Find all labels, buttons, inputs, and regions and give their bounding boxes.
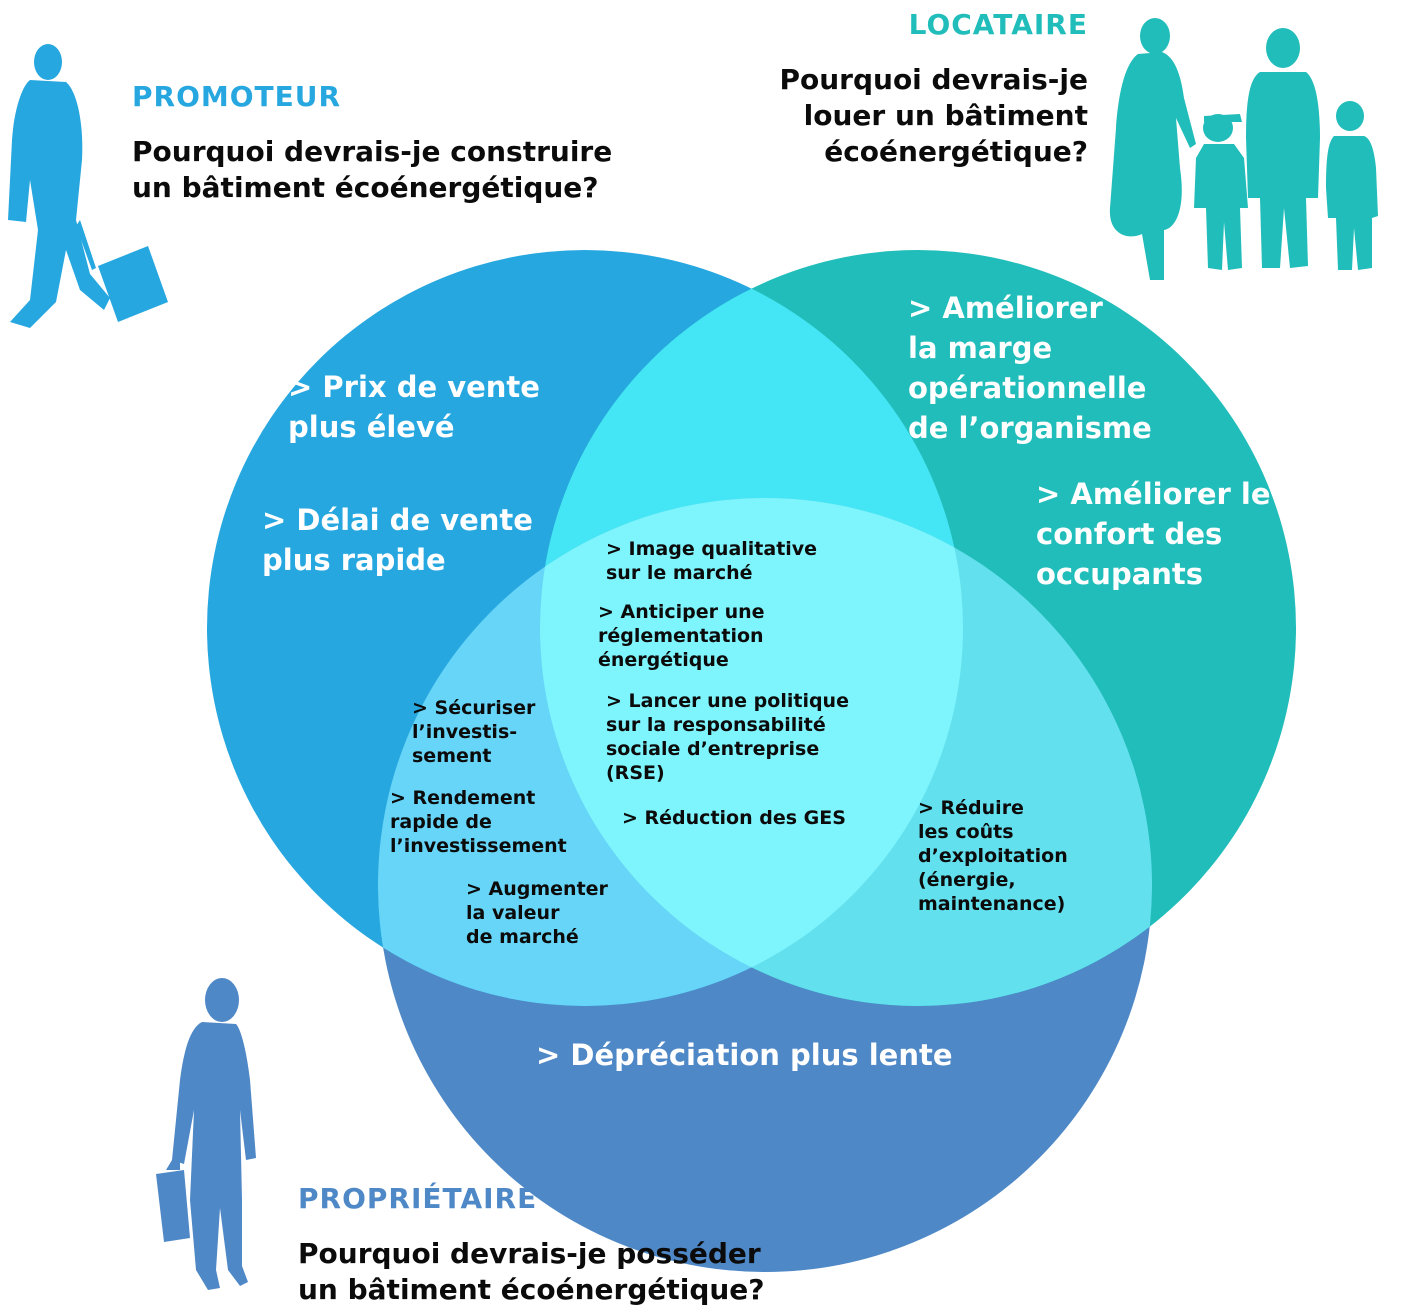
promoteur-item-prix: > Prix de vente plus élevé [288, 370, 540, 444]
locataire-item-marge: > Améliorer la marge opérationnelle de l… [908, 291, 1152, 445]
center-item-rse: > Lancer une politique sur la responsabi… [606, 690, 849, 784]
proprietaire-question: Pourquoi devrais-je posséder un bâtiment… [298, 1237, 765, 1306]
center-item-image: > Image qualitative sur le marché [606, 538, 818, 584]
promoteur-item-delai: > Délai de vente plus rapide [262, 503, 533, 577]
businessman-with-briefcase-icon [156, 978, 256, 1290]
proprietaire-title: PROPRIÉTAIRE [298, 1182, 538, 1215]
locataire-title: LOCATAIRE [908, 8, 1088, 41]
locataire-proprietaire-item-couts: > Réduire les coûts d’exploitation (éner… [918, 797, 1068, 915]
locataire-item-confort: > Améliorer le confort des occupants [1036, 477, 1271, 591]
center-item-anticiper: > Anticiper une réglementation énergétiq… [598, 601, 765, 671]
promoteur-title: PROMOTEUR [132, 80, 342, 113]
promoteur-proprietaire-item-securiser: > Sécuriser l’investis- sement [412, 697, 536, 767]
locataire-question: Pourquoi devrais-je louer un bâtiment éc… [779, 63, 1088, 168]
proprietaire-item-depreciation: > Dépréciation plus lente [536, 1038, 953, 1072]
family-icon [1109, 18, 1378, 280]
promoteur-proprietaire-item-rendement: > Rendement rapide de l’investissement [390, 787, 567, 857]
promoteur-question: Pourquoi devrais-je construire un bâtime… [132, 135, 613, 204]
businessman-with-suitcase-icon [8, 44, 168, 328]
promoteur-proprietaire-item-valeur: > Augmenter la valeur de marché [466, 878, 608, 948]
center-item-ges: > Réduction des GES [622, 807, 846, 829]
